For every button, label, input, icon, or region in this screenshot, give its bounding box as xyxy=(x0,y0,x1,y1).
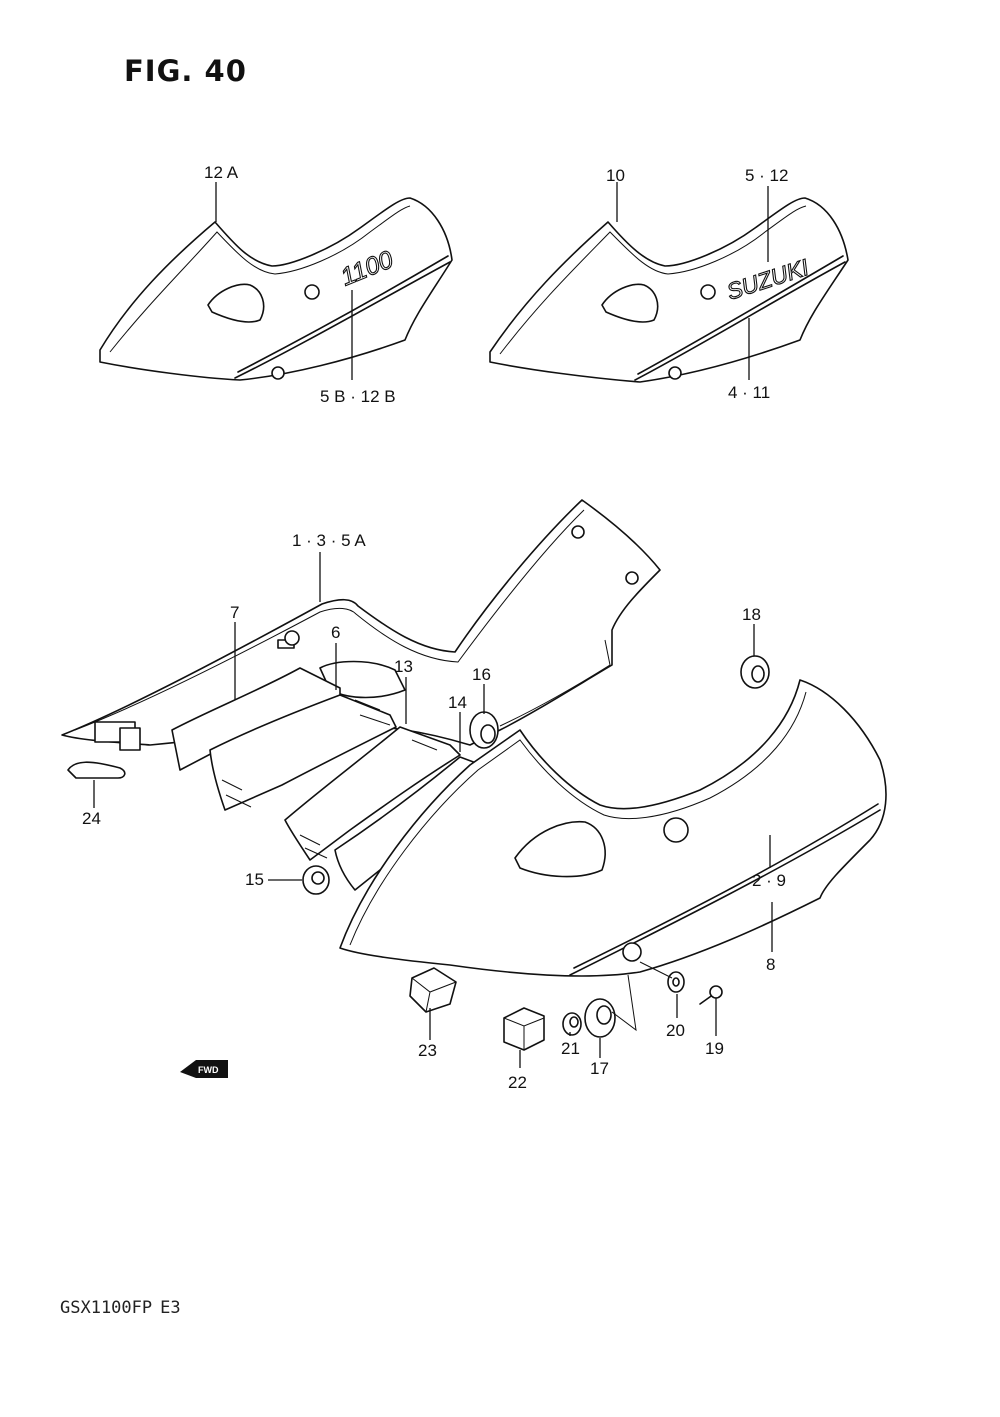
callout-19: 19 xyxy=(705,1039,724,1058)
callout-21: 21 xyxy=(561,1039,580,1058)
callout-13: 13 xyxy=(394,657,413,676)
washer-20 xyxy=(667,971,685,993)
callout-2-9: 2 · 9 xyxy=(752,871,786,890)
model-region: E3 xyxy=(160,1298,181,1318)
callout-15: 15 xyxy=(245,870,264,889)
frame-cover-assembly xyxy=(61,499,661,751)
callout-24: 24 xyxy=(82,809,101,828)
callout-12a: 12 A xyxy=(204,163,239,182)
callout-5b-12b: 5 B · 12 B xyxy=(320,387,396,406)
grommet-16 xyxy=(469,711,499,749)
leader-lines xyxy=(93,182,773,1068)
grommet-15 xyxy=(302,865,330,895)
fwd-badge-text: FWD xyxy=(198,1065,219,1075)
cushion-23 xyxy=(409,967,457,1013)
callout-23: 23 xyxy=(418,1041,437,1060)
callout-1-3-5a: 1 · 3 · 5 A xyxy=(292,531,366,550)
callout-20: 20 xyxy=(666,1021,685,1040)
callout-6: 6 xyxy=(331,623,340,642)
callout-14: 14 xyxy=(448,693,467,712)
screw-axis-line xyxy=(639,961,673,979)
screw-19 xyxy=(699,985,723,1005)
main-side-cover xyxy=(339,679,887,977)
grommet-18 xyxy=(740,655,770,689)
callout-18: 18 xyxy=(742,605,761,624)
callout-7: 7 xyxy=(230,603,239,622)
model-name: GSX1100FP xyxy=(60,1298,153,1318)
callout-22: 22 xyxy=(508,1073,527,1092)
callout-4-11: 4 · 11 xyxy=(728,383,770,402)
callout-16: 16 xyxy=(472,665,491,684)
side-cover-variant-1100: 1100 xyxy=(99,197,453,381)
model-code: GSX1100FP E3 xyxy=(60,1298,181,1318)
forward-direction-badge: FWD xyxy=(180,1060,228,1078)
grommet-17 xyxy=(584,974,637,1038)
side-cover-variant-suzuki: SUZUKI xyxy=(489,197,849,383)
figure-title: FIG. 40 xyxy=(124,54,247,88)
callout-5-12: 5 · 12 xyxy=(745,166,788,185)
clip-24 xyxy=(67,761,126,779)
callout-labels: 12 A 5 B · 12 B 10 5 · 12 4 · 11 1 · 3 ·… xyxy=(82,163,788,1092)
callout-10: 10 xyxy=(606,166,625,185)
collar-21 xyxy=(562,1012,582,1036)
callout-17: 17 xyxy=(590,1059,609,1078)
callout-8: 8 xyxy=(766,955,775,974)
cushion-22 xyxy=(503,1007,545,1051)
